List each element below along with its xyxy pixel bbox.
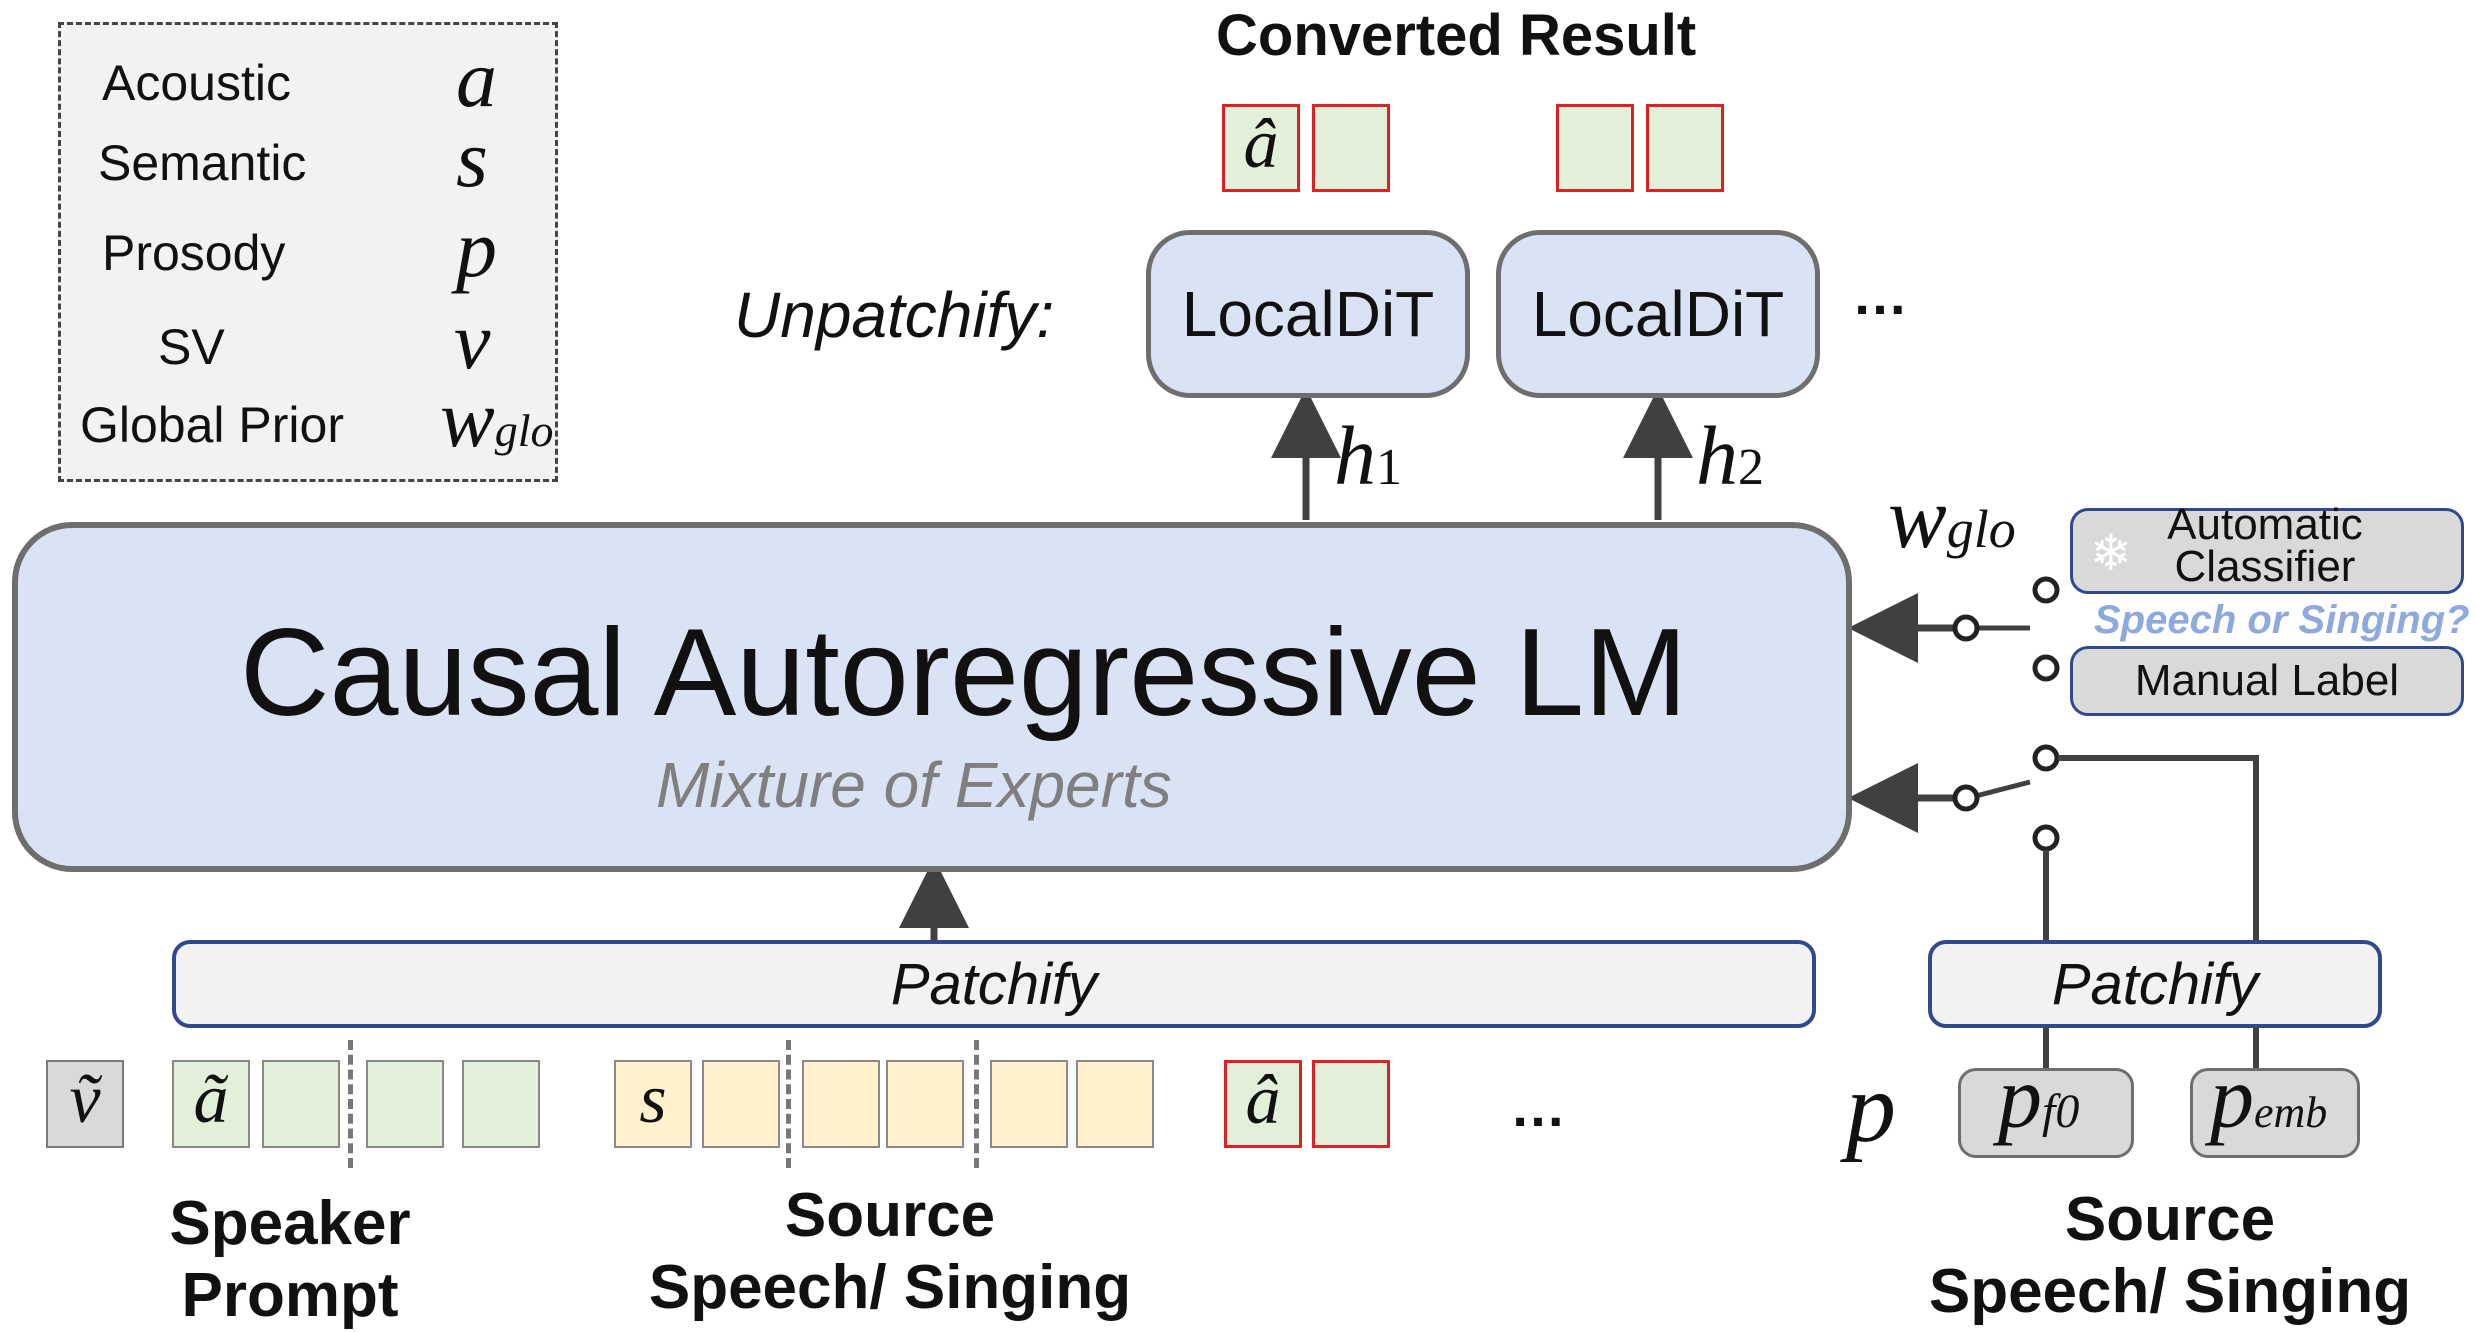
token-generated-hat-a: â	[1224, 1060, 1302, 1148]
patch-separator-2	[786, 1040, 791, 1168]
patch-separator-3	[974, 1040, 979, 1168]
token-sv-tilde-v: ṽ	[46, 1060, 124, 1148]
causal-autoregressive-lm-block	[12, 522, 1852, 872]
token-semantic-5	[990, 1060, 1068, 1148]
legend-semantic-symbol: s	[456, 113, 488, 204]
legend-acoustic-symbol: a	[456, 33, 497, 124]
legend-global-prior-symbol: wglo	[440, 373, 554, 464]
token-semantic-s: s	[614, 1060, 692, 1148]
localdit-ellipsis: …	[1852, 263, 1908, 326]
pemb-box	[2190, 1068, 2360, 1158]
prosody-switch-pivot	[1952, 784, 1980, 812]
hidden-state-h2: h2	[1696, 410, 1764, 503]
token-ellipsis: …	[1510, 1075, 1566, 1138]
unpatchify-label: Unpatchify:	[734, 279, 1055, 351]
legend-sv-symbol: v	[454, 295, 491, 386]
localdit-block-1: LocalDiT	[1146, 230, 1470, 398]
converted-token-4	[1646, 104, 1724, 192]
prosody-switch-contact-bottom	[2032, 824, 2060, 852]
manual-label-box: Manual Label	[2070, 646, 2464, 716]
hidden-state-h1: h1	[1334, 410, 1402, 503]
pemb-symbol: pemb	[2210, 1050, 2328, 1147]
wire-pemb-to-contact-top	[2058, 755, 2259, 940]
token-prompt-acoustic-3	[366, 1060, 444, 1148]
token-generated-2	[1312, 1060, 1390, 1148]
token-prompt-acoustic-2	[262, 1060, 340, 1148]
patchify-token-block: Patchify	[172, 940, 1816, 1028]
converted-result-title: Converted Result	[1216, 3, 1697, 68]
global-prior-w-glo: wglo	[1888, 470, 2016, 567]
lm-subtitle-moe: Mixture of Experts	[656, 749, 1172, 821]
prosody-symbol-p: p	[1846, 1052, 1896, 1163]
wglo-switch-contact-bottom	[2032, 654, 2060, 682]
converted-token-hat-a: â	[1222, 104, 1300, 192]
token-prompt-acoustic-4	[462, 1060, 540, 1148]
legend-panel	[58, 22, 558, 482]
wglo-switch-pivot	[1952, 614, 1980, 642]
patchify-prosody-block: Patchify	[1928, 940, 2382, 1028]
legend-prosody-symbol: p	[456, 203, 497, 294]
localdit-block-2: LocalDiT	[1496, 230, 1820, 398]
patch-separator-1	[348, 1040, 353, 1168]
pf0-symbol: pf0	[1998, 1050, 2080, 1147]
token-semantic-3	[802, 1060, 880, 1148]
automatic-classifier-label: Automatic Classifier	[2167, 500, 2363, 591]
prosody-switch-contact-top	[2032, 744, 2060, 772]
token-semantic-2	[702, 1060, 780, 1148]
token-semantic-4	[886, 1060, 964, 1148]
legend-prosody-label: Prosody	[102, 225, 286, 281]
legend-global-prior-label: Global Prior	[80, 397, 344, 453]
legend-acoustic-label: Acoustic	[102, 55, 291, 111]
legend-semantic-label: Semantic	[98, 135, 307, 191]
legend-sv-label: SV	[158, 319, 225, 375]
speech-or-singing-question: Speech or Singing?	[2094, 598, 2470, 642]
snowflake-icon: ❄	[2090, 524, 2132, 582]
token-prompt-tilde-a: ã	[172, 1060, 250, 1148]
token-semantic-6	[1076, 1060, 1154, 1148]
automatic-classifier-box	[2070, 508, 2464, 594]
lm-title: Causal Autoregressive LM	[240, 604, 1688, 742]
converted-token-2	[1312, 104, 1390, 192]
pf0-box	[1958, 1068, 2134, 1158]
converted-token-3	[1556, 104, 1634, 192]
wglo-switch-contact-top	[2032, 576, 2060, 604]
